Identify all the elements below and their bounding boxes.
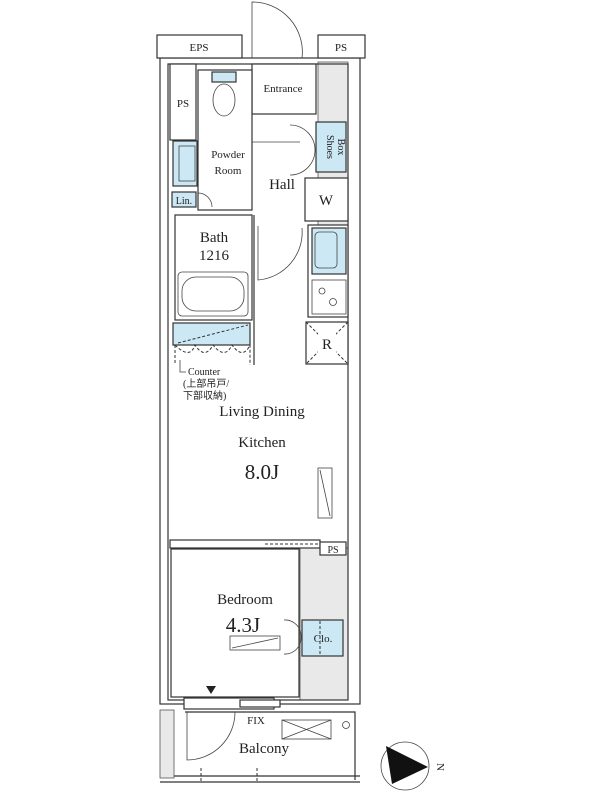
entrance-area xyxy=(251,63,317,115)
bath-door-hall[interactable] xyxy=(257,226,303,281)
balcony-railing xyxy=(160,775,360,783)
kitchen-sink xyxy=(311,227,347,275)
washbasin-bowl xyxy=(178,145,196,182)
ps-mid-box xyxy=(319,541,347,556)
ldk-size-label: 8.0J xyxy=(245,460,279,484)
closet-label: Clo. xyxy=(314,633,333,645)
linen-label: Lin. xyxy=(176,196,192,207)
ps-left-box xyxy=(169,63,197,141)
closet xyxy=(301,619,344,657)
balcony-outline xyxy=(185,711,356,780)
wall-unit xyxy=(317,467,333,519)
washer-space xyxy=(304,177,349,222)
ps-mid-label: PS xyxy=(327,545,338,556)
shoes-box-door[interactable] xyxy=(289,124,316,176)
bath-label: Bath xyxy=(200,230,229,246)
partition-marks xyxy=(200,768,258,782)
entrance-label: Entrance xyxy=(263,83,302,95)
bathtub-inner xyxy=(181,276,245,312)
bathroom xyxy=(174,214,253,321)
shoes-box-label-1: Shoes xyxy=(324,135,335,159)
wall-unit-slash xyxy=(319,469,331,517)
burner-icon xyxy=(329,298,337,306)
shoes-box xyxy=(315,121,347,173)
powder-room xyxy=(197,69,253,211)
outdoor-unit-cross xyxy=(281,719,332,740)
entrance-door[interactable] xyxy=(251,1,303,59)
washer-label: W xyxy=(319,193,334,209)
counter-leader xyxy=(179,360,186,373)
counter xyxy=(172,322,251,346)
wall-unit-bedroom xyxy=(229,635,281,651)
toilet-tank xyxy=(211,71,237,83)
window-panel xyxy=(239,699,281,708)
drain-icon xyxy=(342,721,350,729)
refrigerator-label-bg xyxy=(318,333,336,353)
burner-icon xyxy=(318,287,326,295)
closet-door[interactable] xyxy=(283,619,302,655)
toilet-icon xyxy=(212,83,236,117)
bedroom-size-label: 4.3J xyxy=(226,613,260,637)
counter-dash xyxy=(177,324,249,344)
stove xyxy=(311,279,347,315)
linen-closet xyxy=(171,191,197,208)
refrigerator-label: R xyxy=(322,337,332,353)
washbasin xyxy=(172,140,198,187)
kitchen-sink-bowl xyxy=(314,231,338,269)
bath-size-label: 1216 xyxy=(199,248,230,264)
ps-top-box xyxy=(317,34,366,59)
eps-box xyxy=(156,34,243,59)
linen-door[interactable] xyxy=(197,192,213,208)
bathtub xyxy=(177,271,249,317)
entry-marker-icon xyxy=(206,686,216,694)
compass-icon: N xyxy=(380,741,446,791)
counter-note-2: 下部収納) xyxy=(183,389,226,402)
bedroom xyxy=(170,548,300,698)
fix-label: FIX xyxy=(247,715,265,727)
powder-room-label-1: Powder xyxy=(211,149,245,161)
hall-label: Hall xyxy=(269,177,295,193)
balcony-door[interactable] xyxy=(186,711,236,761)
ps-left-label: PS xyxy=(177,98,189,110)
shoes-box-label-2: Box xyxy=(335,139,346,156)
ldk-label-1: Living Dining xyxy=(219,404,305,420)
balcony-column xyxy=(159,709,175,779)
north-label: N xyxy=(434,763,446,771)
counter-note-1: (上部吊戸/ xyxy=(183,377,229,390)
bedroom-label: Bedroom xyxy=(217,592,273,608)
outdoor-unit xyxy=(281,719,332,740)
balcony-label: Balcony xyxy=(239,741,289,757)
counter-doors xyxy=(174,343,251,365)
powder-room-label-2: Room xyxy=(215,165,242,177)
ldk-label-2: Kitchen xyxy=(238,435,286,451)
eps-label: EPS xyxy=(190,42,209,54)
ps-top-label: PS xyxy=(335,42,347,54)
counter-label: Counter xyxy=(188,367,221,378)
wall-unit-bedroom-slash xyxy=(231,637,279,649)
